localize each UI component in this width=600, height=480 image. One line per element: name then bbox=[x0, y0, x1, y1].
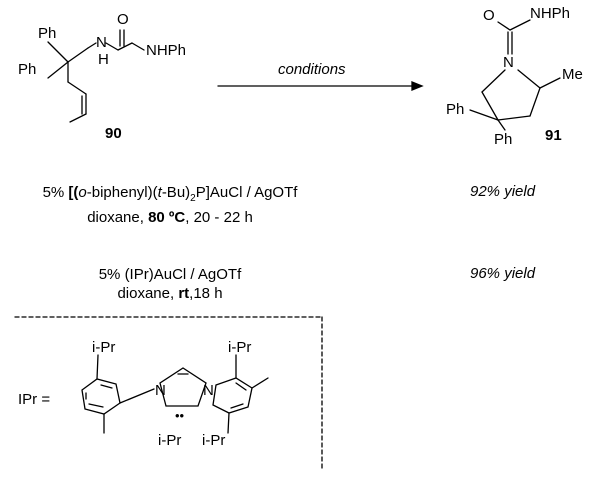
reactant-ph-left: Ph bbox=[18, 61, 36, 78]
yield-2: 96% yield bbox=[470, 265, 536, 282]
condition-2-line-1: 5% (IPr)AuCl / AgOTf bbox=[98, 266, 242, 283]
condition-1-line-1: 5% [(o-biphenyl)(t-Bu)2P]AuCl / AgOTf bbox=[42, 184, 298, 204]
yield-1: 92% yield bbox=[470, 183, 536, 200]
product-ph-left: Ph bbox=[446, 101, 464, 118]
reactant-nhph: NHPh bbox=[146, 42, 186, 59]
condition-1-line-2: dioxane, 80 ºC, 20 - 22 h bbox=[87, 209, 253, 226]
product-o: O bbox=[483, 7, 495, 24]
reactant-nh-h: H bbox=[98, 51, 109, 68]
compound-label-90: 90 bbox=[105, 125, 122, 142]
condition-1: 5% [(o-biphenyl)(t-Bu)2P]AuCl / AgOTf di… bbox=[20, 183, 320, 227]
product-me: Me bbox=[562, 66, 583, 83]
ipr-structure: IPr = i-Pr i-Pr i-Pr i-Pr N N •• bbox=[18, 339, 269, 449]
reactant-o: O bbox=[117, 11, 129, 28]
ipr-label: IPr = bbox=[18, 391, 50, 408]
product-nhph: NHPh bbox=[530, 5, 570, 22]
ipr-n-left: N bbox=[155, 382, 166, 399]
reaction-arrow: conditions bbox=[217, 61, 424, 91]
ipr-n-right: N bbox=[203, 382, 214, 399]
ipr-iPr-bottom-left: i-Pr bbox=[158, 432, 181, 449]
condition-2-line-2: dioxane, rt,18 h bbox=[117, 285, 223, 302]
reactant-n: N bbox=[96, 34, 107, 51]
ipr-carbene-dots: •• bbox=[175, 408, 185, 423]
ipr-iPr-top-right: i-Pr bbox=[228, 339, 251, 356]
reactant-90: Ph Ph N H O NHPh 90 bbox=[18, 11, 186, 142]
ipr-iPr-top-left: i-Pr bbox=[92, 339, 115, 356]
ipr-dashed-box bbox=[14, 316, 323, 471]
ipr-iPr-bottom-right: i-Pr bbox=[202, 432, 225, 449]
arrow-label: conditions bbox=[278, 61, 346, 78]
product-n: N bbox=[503, 54, 514, 71]
product-91: O NHPh N Me Ph Ph 91 bbox=[446, 5, 583, 148]
condition-2: 5% (IPr)AuCl / AgOTf dioxane, rt,18 h bbox=[40, 265, 300, 303]
product-ph-bottom: Ph bbox=[494, 131, 512, 148]
reactant-ph-top: Ph bbox=[38, 25, 56, 42]
compound-label-91: 91 bbox=[545, 127, 562, 144]
